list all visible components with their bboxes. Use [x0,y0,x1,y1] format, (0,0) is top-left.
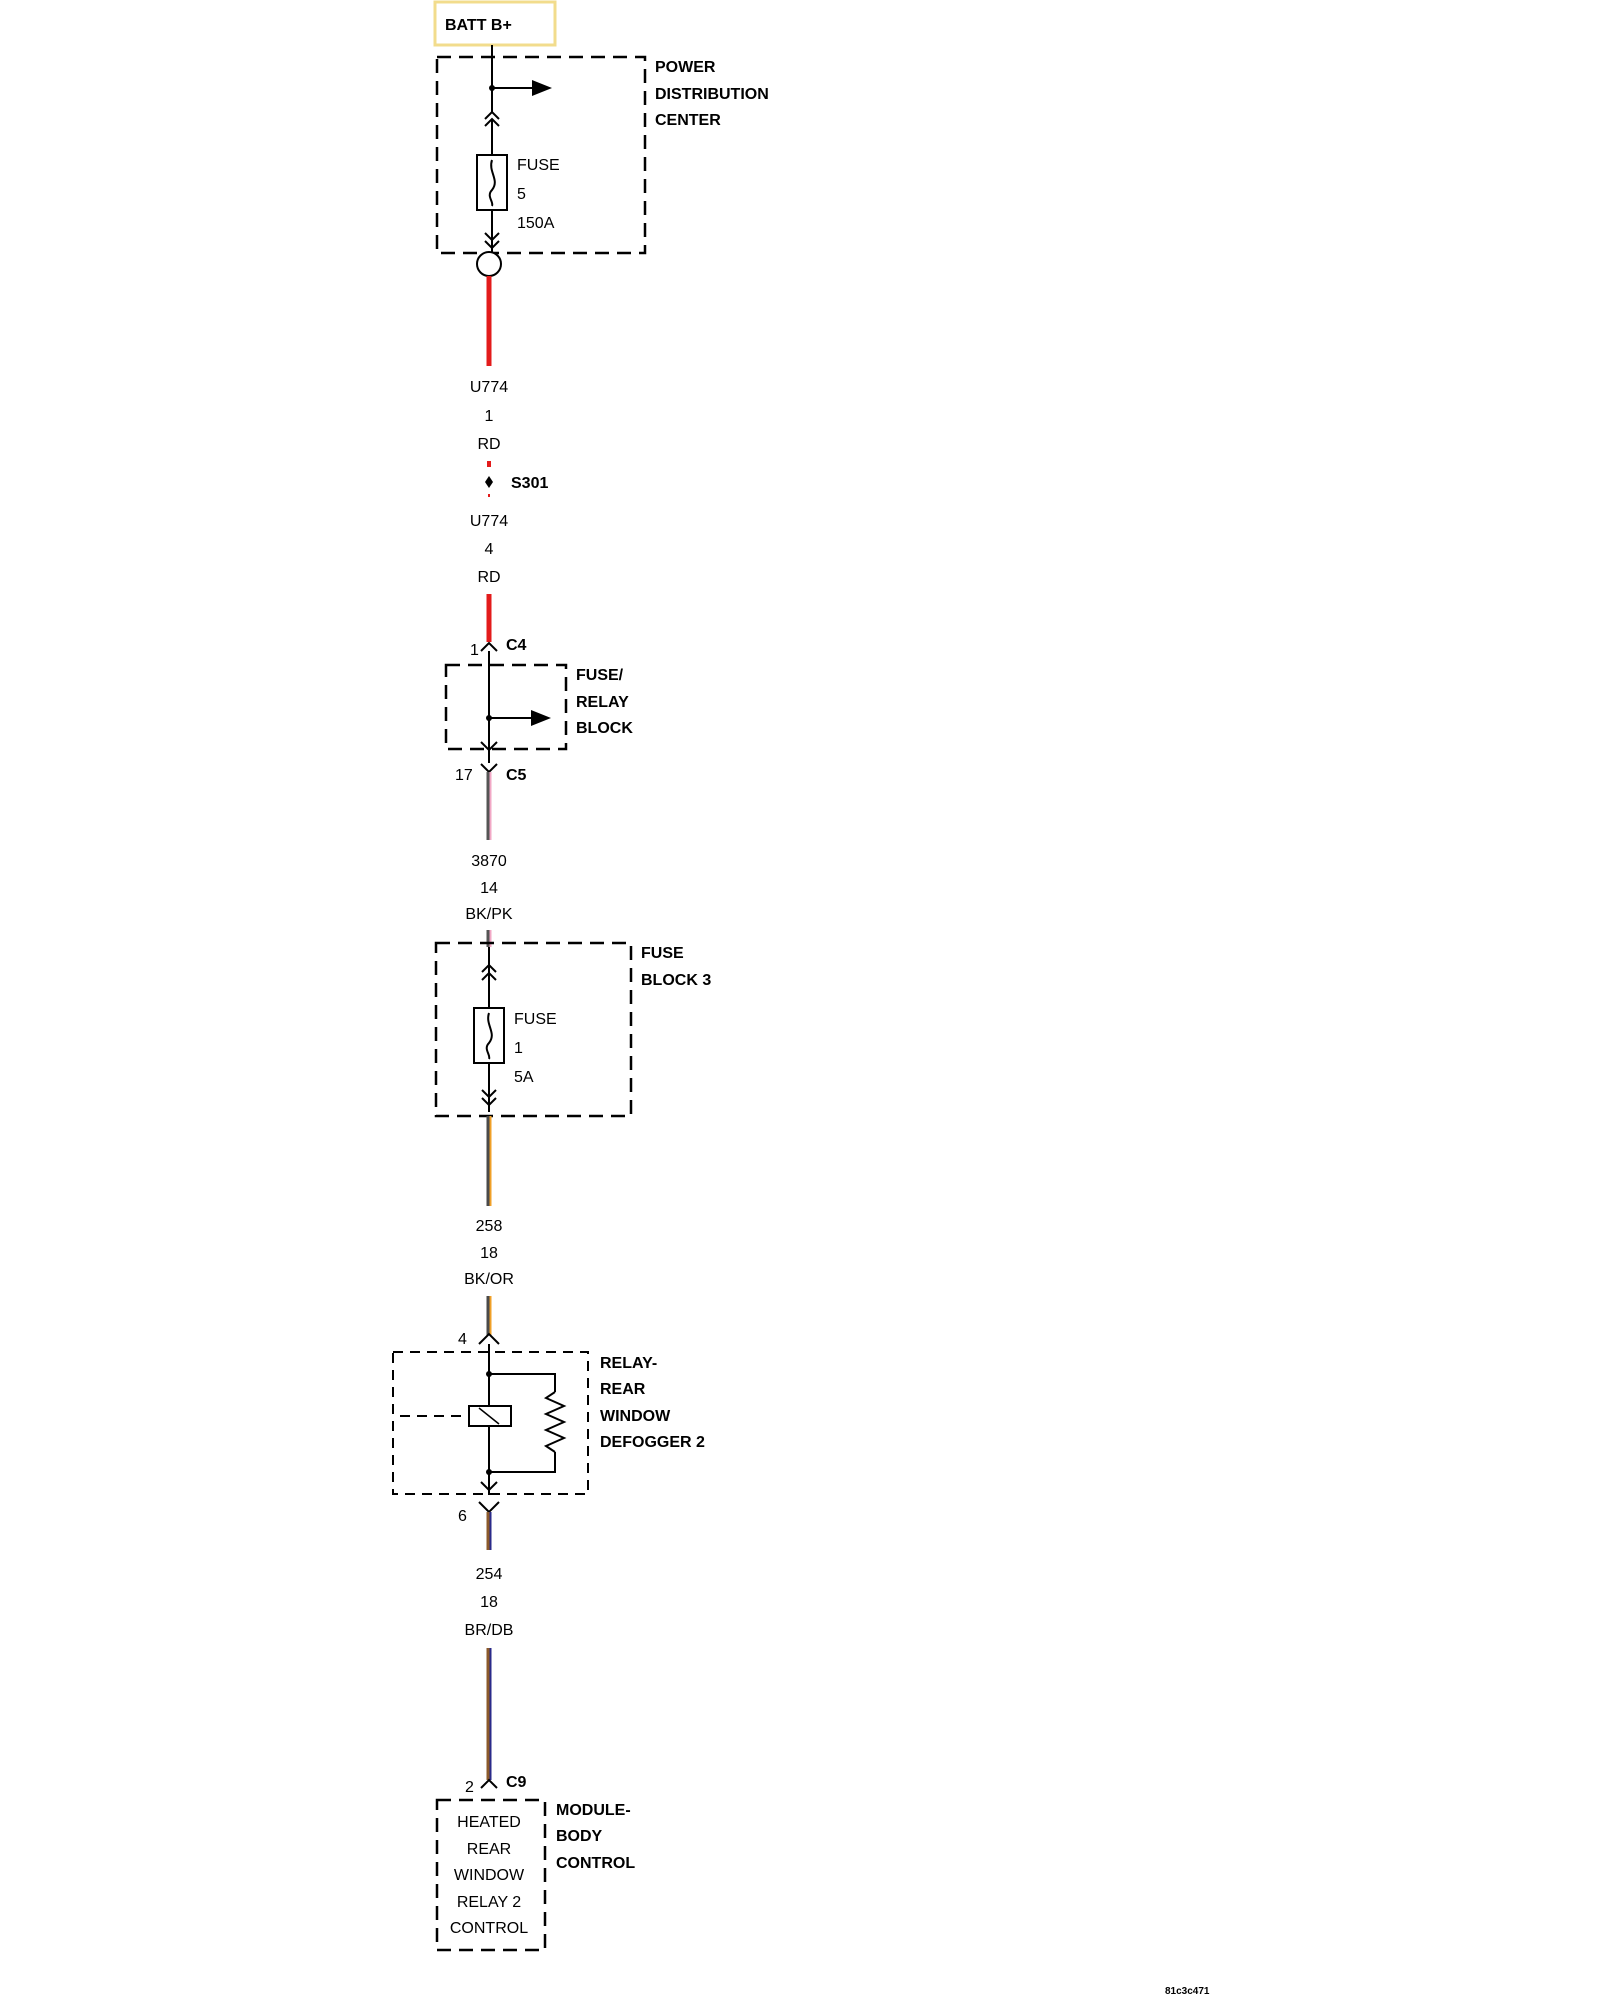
batt-source-box [433,0,557,47]
wire-3870-stub [486,930,492,947]
relay-resistor-loop [489,1373,556,1392]
fb3-fuse-rating: 5A [514,1069,534,1086]
wire-254-stub [486,1648,492,1780]
frb-c4-connector: C4 [506,637,527,654]
fb3-boundary [434,941,633,1118]
bcm-pin: 2 [465,1779,474,1796]
pdc-fuse-label: FUSE [517,157,560,174]
pdc-boundary [435,55,647,255]
frb-branch-arrow [531,710,551,726]
bcm-boundary [435,1798,547,1952]
relay-in-pin: 4 [458,1331,467,1348]
batt-source-label: BATT B+ [445,17,512,34]
frb-c4-pin: 1 [470,642,479,659]
relay-out-pin: 6 [458,1508,467,1525]
frb-c5-connector: C5 [506,767,527,784]
pdc-fuse-number: 5 [517,186,526,203]
wire-3870-color-code: BK/PK [465,906,512,923]
fb3-fuse-number: 1 [514,1040,523,1057]
relay-coil-diagonal [478,1407,500,1425]
bcm-name-line-2: BODY [556,1828,603,1845]
bcm-function-line-3: WINDOW [454,1867,525,1884]
fb3-name-line-1: FUSE [641,945,684,962]
relay-in-chevron [478,1332,500,1345]
bcm-name-line-1: MODULE- [556,1802,631,1819]
relay-resistor-zigzag [543,1391,567,1453]
bcm-function-line-2: REAR [467,1841,511,1858]
pdc-stud-terminal [476,251,502,277]
wire-254-gauge: 18 [480,1594,498,1611]
bcm-c9-chevron [480,1778,498,1789]
relay-name-line-1: RELAY- [600,1355,657,1372]
pdc-name-line-1: POWER [655,59,716,76]
fb3-name-line-2: BLOCK 3 [641,972,711,989]
wire-u774-1-circuit: U774 [470,379,508,396]
frb-boundary [444,663,568,751]
fb3-fuse-element [485,1012,493,1060]
pdc-fuse-element [488,159,496,207]
wire-3870-segment [486,772,492,840]
relay-name-line-3: WINDOW [600,1408,671,1425]
splice-s301-dot [485,476,493,488]
wire-254-circuit: 254 [476,1566,503,1583]
frb-c5-chevron-2 [480,763,498,774]
pdc-fuse-rating: 150A [517,215,555,232]
wire-258-circuit: 258 [476,1218,503,1235]
relay-name-line-2: REAR [600,1381,646,1398]
fb3-fuse-label: FUSE [514,1011,557,1028]
frb-name-line-2: RELAY [576,694,629,711]
frb-name-line-3: BLOCK [576,720,633,737]
wire-254-color-code: BR/DB [465,1622,514,1639]
frb-name-line-1: FUSE/ [576,667,624,684]
bcm-function-line-1: HEATED [457,1814,521,1831]
wire-258-stub [486,1296,492,1335]
wire-u774-1-color-code: RD [477,436,500,453]
relay-boundary [392,1351,589,1495]
relay-resistor-return [489,1452,556,1473]
wire-3870-circuit: 3870 [471,853,507,870]
relay-out-chevron-2 [478,1501,500,1514]
wire-258-segment [486,1116,492,1206]
bcm-function-line-4: RELAY 2 [457,1894,521,1911]
pdc-female-chevron-1 [484,110,500,120]
wire-3870-gauge: 14 [480,880,498,897]
diagram-code: 81c3c471 [1165,1986,1210,1997]
fb3-male-chevron-1 [481,1089,497,1099]
wire-258-color-code: BK/OR [464,1271,514,1288]
bcm-function-line-5: CONTROL [450,1920,528,1937]
fb3-male-chevron-2 [481,1097,497,1107]
bcm-name-line-3: CONTROL [556,1855,635,1872]
frb-c5-chevron-1 [480,741,498,752]
wire-u774-4-gauge: 4 [485,541,494,558]
frb-c4-chevron [480,641,498,652]
pdc-male-chevron-2 [484,240,500,250]
wire-254-segment [486,1512,492,1550]
wire-u774-4-color-code: RD [477,569,500,586]
pdc-name-line-2: DISTRIBUTION [655,86,769,103]
relay-name-line-4: DEFOGGER 2 [600,1434,705,1451]
splice-s301-label: S301 [511,475,548,492]
relay-out-chevron-1 [480,1481,498,1492]
fb3-female-chevron-2 [481,971,497,981]
wire-u774-4-circuit: U774 [470,513,508,530]
bcm-connector: C9 [506,1774,527,1791]
fb3-female-chevron-1 [481,963,497,973]
wire-u774-1-gauge: 1 [485,408,494,425]
pdc-branch-arrow [532,80,552,96]
pdc-name-line-3: CENTER [655,112,721,129]
pdc-male-chevron-1 [484,232,500,242]
wire-258-gauge: 18 [480,1245,498,1262]
frb-c5-pin: 17 [455,767,473,784]
